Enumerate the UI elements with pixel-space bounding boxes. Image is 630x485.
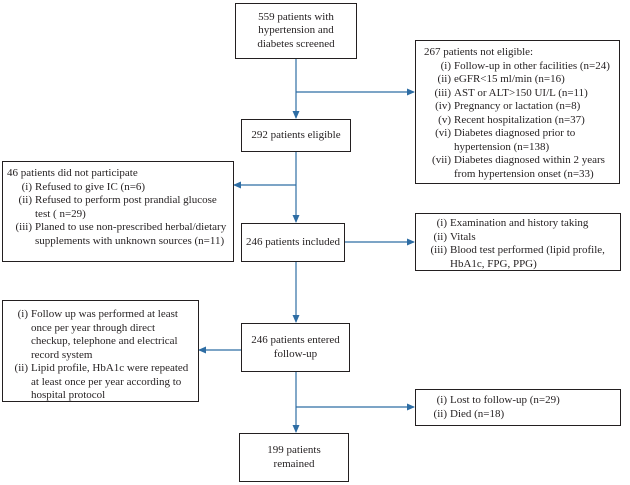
- item-text: Vitals: [450, 230, 476, 243]
- baseline-item: (ii)Vitals: [420, 231, 616, 245]
- item-number: (ii): [437, 73, 451, 85]
- not-eligible-item: (iii)AST or ALT>150 UI/L (n=11): [424, 87, 615, 101]
- item-text: Lost to follow-up (n=29): [450, 394, 560, 406]
- lost-box: (i)Lost to follow-up (n=29) (ii)Died (n=…: [415, 389, 621, 426]
- remained-box: 199 patients remained: [239, 433, 349, 482]
- did-not-participate-item: (i)Refused to give IC (n=6): [7, 181, 229, 195]
- item-text: AST or ALT>150 UI/L (n=11): [454, 86, 588, 99]
- item-text: Lipid profile, HbA1c were repeated at le…: [31, 362, 189, 401]
- item-number: (i): [436, 217, 447, 229]
- baseline-box: (i)Examination and history taking (ii)Vi…: [415, 213, 621, 271]
- item-number: (i): [436, 394, 447, 406]
- did-not-participate-item: (iii)Planed to use non-prescribed herbal…: [7, 221, 229, 248]
- eligible-box: 292 patients eligible: [241, 119, 351, 152]
- item-number: (ii): [433, 407, 447, 420]
- item-number: (i): [17, 308, 28, 320]
- item-text: Follow up was performed at least once pe…: [31, 308, 178, 361]
- item-text: Diabetes diagnosed within 2 years from h…: [454, 154, 605, 180]
- not-eligible-item: (iv)Pregnancy or lactation (n=8): [424, 100, 615, 114]
- remained-label: 199 patients remained: [267, 444, 321, 470]
- item-text: Died (n=18): [450, 407, 505, 420]
- not-eligible-item: (i)Follow-up in other facilities (n=24): [424, 60, 615, 74]
- not-eligible-item: (vii)Diabetes diagnosed within 2 years f…: [424, 154, 615, 181]
- not-eligible-item: (vi)Diabetes diagnosed prior to hyperten…: [424, 127, 615, 154]
- item-text: Blood test performed (lipid profile, HbA…: [450, 244, 605, 270]
- item-text: Recent hospitalization (n=37): [454, 113, 585, 126]
- lost-item: (ii)Died (n=18): [420, 408, 616, 422]
- eligible-label: 292 patients eligible: [251, 128, 341, 141]
- item-text: Pregnancy or lactation (n=8): [454, 100, 581, 112]
- item-number: (ii): [433, 230, 447, 243]
- included-box: 246 patients included: [241, 223, 345, 262]
- followup-details-box: (i)Follow up was performed at least once…: [2, 300, 199, 402]
- not-eligible-title: 267 patients not eligible:: [424, 46, 534, 58]
- item-number: (vii): [432, 154, 451, 166]
- item-text: eGFR<15 ml/min (n=16): [454, 73, 565, 85]
- baseline-item: (iii)Blood test performed (lipid profile…: [420, 244, 616, 271]
- item-number: (iii): [434, 86, 452, 99]
- item-number: (iv): [435, 100, 451, 112]
- item-number: (vi): [435, 127, 451, 139]
- not-eligible-box: 267 patients not eligible: (i)Follow-up …: [415, 40, 620, 184]
- followup-details-item: (ii)Lipid profile, HbA1c were repeated a…: [5, 362, 194, 403]
- included-label: 246 patients included: [245, 235, 341, 248]
- item-number: (iii): [15, 221, 33, 233]
- item-number: (ii): [14, 362, 28, 374]
- screened-label: 559 patients with hypertension and diabe…: [257, 10, 335, 50]
- item-text: Planed to use non-prescribed herbal/diet…: [35, 221, 227, 247]
- not-eligible-item: (v)Recent hospitalization (n=37): [424, 114, 615, 128]
- item-text: Refused to give IC (n=6): [35, 180, 146, 193]
- item-number: (v): [438, 113, 451, 126]
- item-number: (iii): [430, 244, 448, 256]
- item-number: (i): [21, 180, 32, 193]
- did-not-participate-box: 46 patients did not participate (i)Refus…: [2, 161, 234, 262]
- followup-label: 246 patients entered follow-up: [251, 334, 340, 360]
- followup-box: 246 patients entered follow-up: [241, 323, 350, 372]
- item-text: Examination and history taking: [450, 217, 589, 229]
- did-not-participate-title: 46 patients did not participate: [7, 167, 138, 179]
- lost-item: (i)Lost to follow-up (n=29): [420, 394, 616, 408]
- item-text: Refused to perform post prandial glucose…: [35, 194, 217, 220]
- did-not-participate-item: (ii)Refused to perform post prandial glu…: [7, 194, 229, 221]
- screened-box: 559 patients with hypertension and diabe…: [235, 3, 357, 59]
- item-number: (ii): [18, 194, 32, 206]
- not-eligible-item: (ii)eGFR<15 ml/min (n=16): [424, 73, 615, 87]
- item-text: Diabetes diagnosed prior to hypertension…: [454, 127, 576, 153]
- item-text: Follow-up in other facilities (n=24): [454, 59, 610, 72]
- baseline-item: (i)Examination and history taking: [420, 217, 616, 231]
- followup-details-item: (i)Follow up was performed at least once…: [5, 308, 194, 362]
- item-number: (i): [440, 59, 451, 72]
